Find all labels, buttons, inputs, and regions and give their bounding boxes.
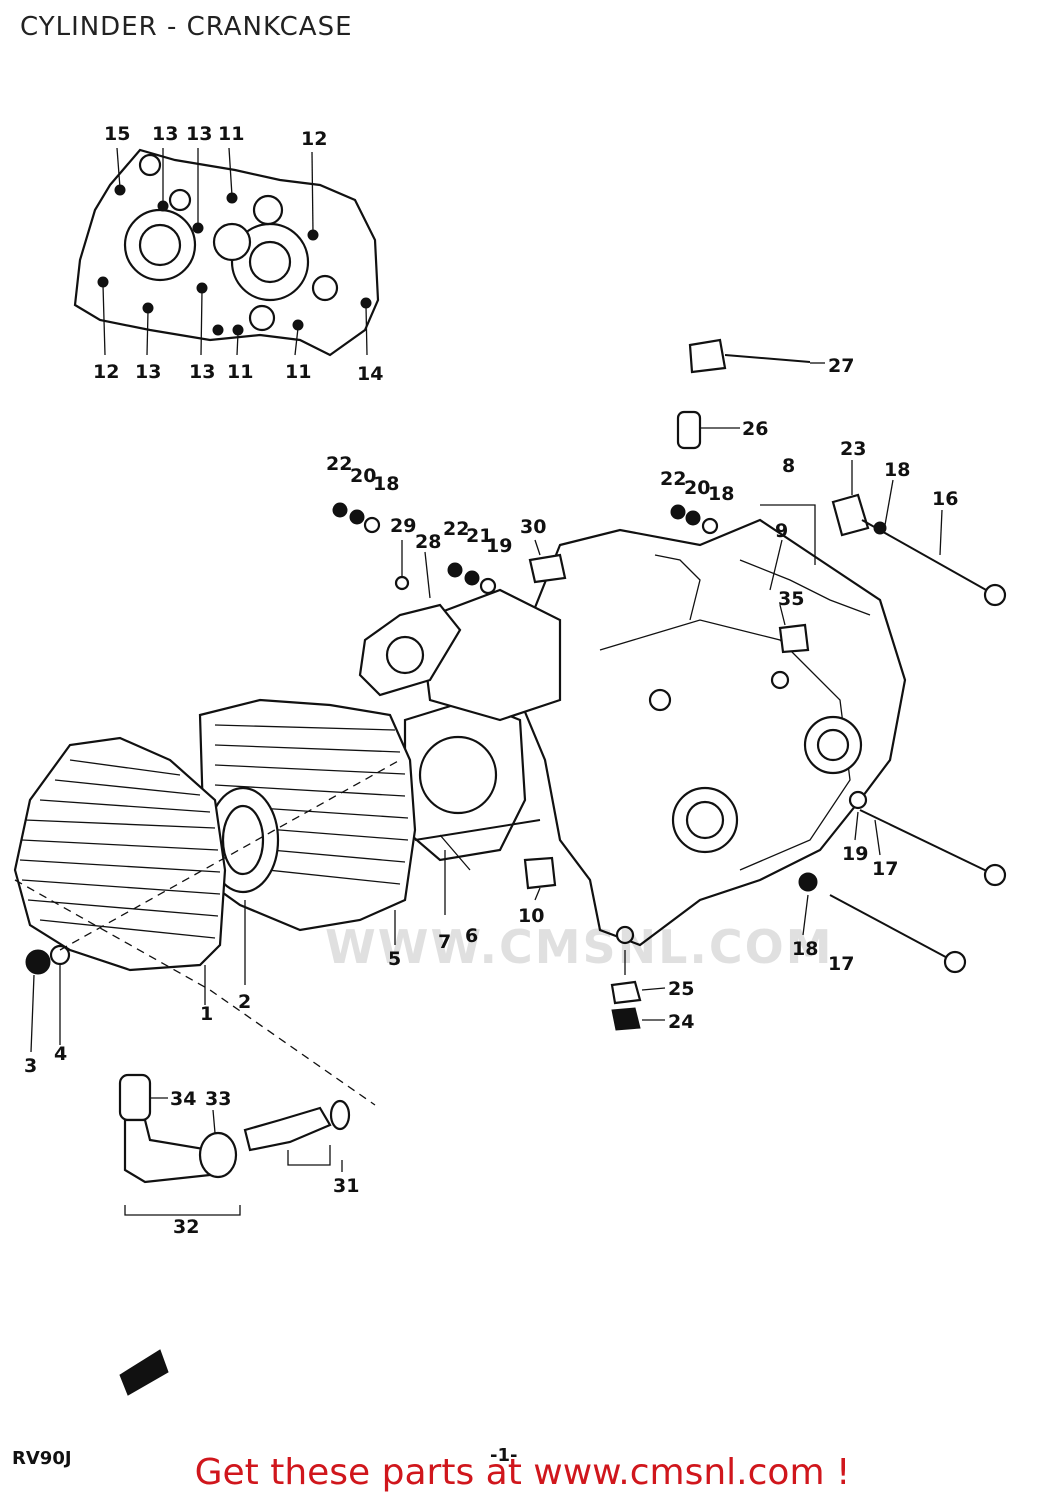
callout-12: 12 [93,361,119,383]
callout-33: 33 [205,1088,231,1110]
main-callouts: 27 26 23 18 16 8 9 35 22 20 18 22 20 18 … [24,355,958,1238]
callout-4: 4 [54,1043,67,1065]
callout-9: 9 [775,520,788,542]
callout-26: 26 [742,418,768,440]
cylinder-head-drawing [13,736,227,972]
callout-6: 6 [465,925,478,947]
callout-2: 2 [238,991,251,1013]
callout-13: 13 [135,361,161,383]
callout-16: 16 [932,488,958,510]
callout-23: 23 [840,438,866,460]
callout-10: 10 [518,905,544,927]
callout-11: 11 [227,361,253,383]
callout-31: 31 [333,1175,359,1197]
callout-3: 3 [24,1055,37,1077]
callout-22: 22 [660,468,686,490]
callout-20: 20 [684,477,710,499]
callout-25: 25 [668,978,694,1000]
inset-leader-lines [102,147,368,356]
callout-19: 19 [486,535,512,557]
crankcase-inset-drawing [73,148,380,357]
cylinder-drawing [198,698,417,932]
front-arrow-icon [119,1349,169,1396]
callout-13: 13 [186,123,212,145]
callout-28: 28 [415,531,441,553]
shop-link-banner[interactable]: Get these parts at www.cmsnl.com ! [194,1452,851,1493]
page-number: -1- [490,1445,518,1466]
callout-18: 18 [884,459,910,481]
callout-1: 1 [200,1003,213,1025]
model-code: RV90J [12,1448,72,1469]
callout-18: 18 [792,938,818,960]
callout-27: 27 [828,355,854,377]
crankcase-drawing [518,518,907,947]
callout-11: 11 [218,123,244,145]
callout-19: 19 [842,843,868,865]
callout-22: 22 [326,453,352,475]
callout-5: 5 [388,948,401,970]
watermark: WWW.CMSNL.COM [325,920,834,974]
callout-34: 34 [170,1088,196,1110]
callout-13: 13 [189,361,215,383]
callout-18: 18 [708,483,734,505]
callout-22: 22 [443,518,469,540]
callout-32: 32 [173,1216,199,1238]
assembly-dash-lines [14,759,401,1106]
callout-11: 11 [285,361,311,383]
callout-29: 29 [390,515,416,537]
inset-callouts-bottom: 12 13 13 11 11 14 [93,361,383,385]
callout-7: 7 [438,931,451,953]
main-leader-lines [30,362,943,1172]
callout-13: 13 [152,123,178,145]
cylinder-gasket-drawing [358,588,562,862]
spark-plug-cap-drawing [118,1073,351,1216]
callout-17: 17 [828,953,854,975]
callout-21: 21 [466,525,492,547]
callout-20: 20 [350,465,376,487]
callout-18: 18 [373,473,399,495]
callout-14: 14 [357,363,383,385]
callout-30: 30 [520,516,546,538]
callout-8: 8 [782,455,795,477]
callout-24: 24 [668,1011,694,1033]
callout-17: 17 [872,858,898,880]
callout-35: 35 [778,588,804,610]
inset-callouts-top: 15 13 13 11 12 [104,123,327,150]
small-parts-drawing [25,338,1007,1031]
callout-12: 12 [301,128,327,150]
callout-15: 15 [104,123,130,145]
page-title: CYLINDER - CRANKCASE [20,12,353,42]
